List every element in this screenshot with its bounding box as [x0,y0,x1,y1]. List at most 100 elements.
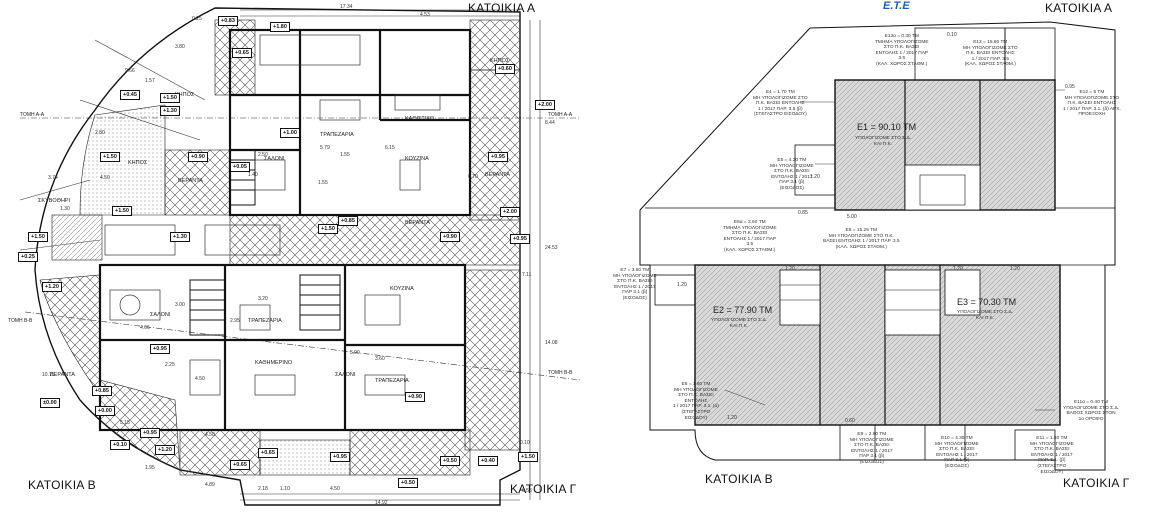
dim-value: 1.20 [1010,266,1020,272]
note-e11a: E11α = 0.40 TM ΥΠΟΛΟΓΙΖΟΜΕ ΣΤΟ Σ.Δ. ΒΑΘΟ… [1063,400,1120,422]
dim-value: 1.10 [280,486,290,492]
room-kipos-left2: ΚΗΠΟΣ [175,92,195,98]
area-e11-outline [1014,429,1056,461]
level-marker: +0.65 [230,460,250,470]
dim-value: 1.57 [145,78,155,84]
dim-value: 24.53 [545,245,558,251]
dim-value: 4.89 [205,482,215,488]
dim-value: 2.25 [165,362,175,368]
room-saloni-top: ΣΑΛΟΝΙ [264,156,285,162]
level-marker: +0.90 [405,392,425,402]
note-e6a: E6α = 2.60 TM ΤΜΗΜΑ ΥΠΟΛΟΓΙΖΟΜΕ ΣΤΟ Π.Κ.… [723,220,777,253]
dim-value: 1.20 [810,174,820,180]
level-marker: +1.80 [270,22,290,32]
dim-value: 4.50 [195,376,205,382]
level-marker: +0.90 [440,232,460,242]
level-marker: +0.00 [95,406,115,416]
level-marker: +0.05 [230,162,250,172]
right-label-katoikia-c: ΚΑΤΟΙΚΙΑ Γ [1063,476,1130,490]
room-veranta-mid: ΒΕΡΑΝΤΑ [405,220,430,226]
left-plan-drawing [19,7,581,506]
dim-value: 0.10 [947,32,957,38]
level-marker: ±0.00 [40,398,60,408]
level-marker: +1.50 [100,152,120,162]
area-e5-outline [794,144,836,196]
dim-value: 3.74 [48,175,58,181]
level-marker: +1.20 [155,445,175,455]
section-label-bb-right: ΤΟΜΗ Β-Β [548,370,573,376]
area-e2-note: ΥΠΟΛΟΓΙΖΟΜΕ ΣΤΟ Σ.Δ. ΚΑΙ Π.Κ. [711,318,768,329]
level-marker: +0.45 [120,90,140,100]
area-e3-note: ΥΠΟΛΟΓΙΖΟΜΕ ΣΤΟ Σ.Δ. ΚΑΙ Π.Κ. [957,310,1014,321]
dim-value: 3.00 [175,302,185,308]
area-e10-outline [924,424,966,461]
level-marker: +1.50 [28,232,48,242]
area-e1-label: E1 = 90.10 TM [857,122,917,132]
level-marker: +1.30 [160,106,180,116]
left-label-katoikia-a: ΚΑΤΟΙΚΙΑ Α [468,1,536,15]
area-e9-outline [839,424,876,461]
dim-value: 3.20 [258,296,268,302]
note-e5: E5 = 4.20 TM ΜΗ ΥΠΟΛΟΓΙΖΟΜΕ ΣΤΟ Π.Κ. ΒΑΣ… [770,158,814,191]
room-kouzina-top: ΚΟΥΖΙΝΑ [405,156,429,162]
dim-value: 5.00 [847,214,857,220]
right-label-katoikia-b: ΚΑΤΟΙΚΙΑ Β [705,472,773,486]
room-trapezaria-bottom-mid: ΤΡΑΠΕΖΑΡΙΑ [375,378,409,384]
dim-value: 2.80 [95,130,105,136]
section-label-aa-right: ΤΟΜΗ Α-Α [548,112,573,118]
level-marker: +1.50 [160,93,180,103]
dim-value: 4.50 [330,486,340,492]
dim-value: 0.53 [522,488,532,494]
left-label-katoikia-b: ΚΑΤΟΙΚΙΑ Β [28,478,96,492]
note-e10: E10 = 4.30 TM ΜΗ ΥΠΟΛΟΓΙΖΟΜΕ ΣΤΟ Π.Κ. ΒΑ… [935,436,979,469]
dim-value: 17.34 [340,4,353,10]
dim-value: 2.18 [258,486,268,492]
room-skyvothiri: ΣΚΥΒΟΘΗΡΙ [38,198,71,204]
note-e4: E4 = 1.70 TM ΜΗ ΥΠΟΛΟΓΙΖΟΜΕ ΣΤΟ Π.Κ. ΒΑΣ… [753,90,808,118]
dim-value: 2.50 [258,152,268,158]
dim-value: 0.70 [468,174,478,180]
dim-value: 1.95 [145,465,155,471]
dim-value: 1.55 [340,152,350,158]
dim-value: 5.90 [350,350,360,356]
level-marker: +0.65 [232,48,252,58]
note-e6: E6 = 15.25 TM ΜΗ ΥΠΟΛΟΓΙΖΟΜΕ ΣΤΟ Π.Κ. ΒΑ… [823,228,900,250]
dim-value: 4.50 [205,432,215,438]
room-trapezaria-top: ΤΡΑΠΕΖΑΡΙΑ [320,132,354,138]
note-e9: E9 = 2.90 TM ΜΗ ΥΠΟΛΟΓΙΖΟΜΕ ΣΤΟ Π.Κ. ΒΑΣ… [850,432,894,465]
dim-value: 0.60 [845,418,855,424]
level-marker: +0.25 [18,252,38,262]
area-e7-outline [654,274,696,306]
dim-value: 8.44 [545,120,555,126]
level-marker: +0.10 [110,440,130,450]
level-marker: +0.95 [510,234,530,244]
dim-value: 14.92 [375,500,388,506]
note-e12: E12 = 5 TM ΜΗ ΥΠΟΛΟΓΙΖΟΜΕ ΣΤΟ Π.Κ. ΒΑΣΕΙ… [1063,90,1121,118]
dim-value: 4.66 [140,325,150,331]
level-marker: +1.00 [280,128,300,138]
room-saloni-bottom-mid: ΣΑΛΟΝΙ [335,372,356,378]
dim-value: 4.50 [100,175,110,181]
left-floor-plan: ΚΑΤΟΙΚΙΑ Α ΚΑΤΟΙΚΙΑ Β ΚΑΤΟΙΚΙΑ Γ ΤΟΜΗ Α-… [8,1,581,506]
right-area-plan: Ε.Τ.Ε ΚΑΤΟΙΚΙΑ Α ΚΑΤΟΙΚΙΑ Β ΚΑΤΟΙΚΙΑ Γ E… [585,0,1170,516]
level-marker: +0.50 [440,456,460,466]
dim-value: 0.95 [1065,84,1075,90]
right-plan-drawing [639,21,1116,471]
area-e2-e3-hatch [694,264,1061,426]
dim-value: 0.25 [192,16,202,22]
level-marker: +0.90 [188,152,208,162]
dim-value: 6.15 [385,145,395,151]
dim-value: 1.20 [953,266,963,272]
note-e11: E11 = 1.80 TM ΜΗ ΥΠΟΛΟΓΙΖΟΜΕ ΣΤΟ Π.Κ. ΒΑ… [1030,436,1074,475]
building-walls [98,28,472,432]
level-marker: +2.00 [500,207,520,217]
level-marker: +1.50 [112,206,132,216]
dim-value: 14.08 [545,340,558,346]
note-e8: E8 = 1.60 TM ΜΗ ΥΠΟΛΟΓΙΖΟΜΕ ΣΤΟ Π.Κ. ΒΑΣ… [673,382,719,421]
level-marker: +0.65 [258,448,278,458]
dim-value: 1.20 [677,282,687,288]
level-marker: +0.95 [330,452,350,462]
dim-value: 1.20 [785,266,795,272]
level-marker: +0.60 [495,64,515,74]
dim-value: 1.55 [318,180,328,186]
